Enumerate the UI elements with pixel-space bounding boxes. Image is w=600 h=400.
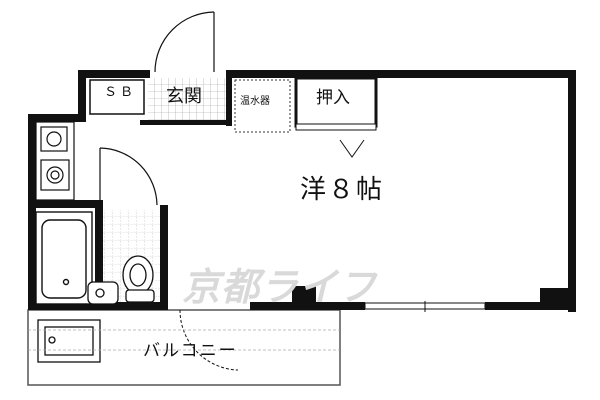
balcony-label: バルコニー <box>143 341 238 361</box>
water-heater-label: 温水器 <box>240 96 270 107</box>
bathtub <box>35 211 93 305</box>
entrance-floor <box>148 78 228 124</box>
shoe-box <box>89 79 145 115</box>
walls <box>28 70 576 312</box>
front-door <box>154 11 215 73</box>
shoe-box-label: ＳＢ <box>104 85 137 100</box>
balcony-door <box>179 309 239 371</box>
main-room-label: 洋８帖 <box>300 175 385 205</box>
window <box>364 301 486 312</box>
water-heater <box>234 79 291 133</box>
basin <box>87 281 119 305</box>
bath-door <box>99 147 158 206</box>
watermark: 京都ライフ <box>182 265 378 309</box>
closet <box>294 76 378 158</box>
toilet <box>122 255 155 303</box>
kitchen <box>35 121 75 201</box>
entrance-label: 玄関 <box>166 86 202 107</box>
washing-machine <box>37 319 101 363</box>
closet-label: 押入 <box>316 88 350 108</box>
balcony-railing <box>28 329 340 351</box>
